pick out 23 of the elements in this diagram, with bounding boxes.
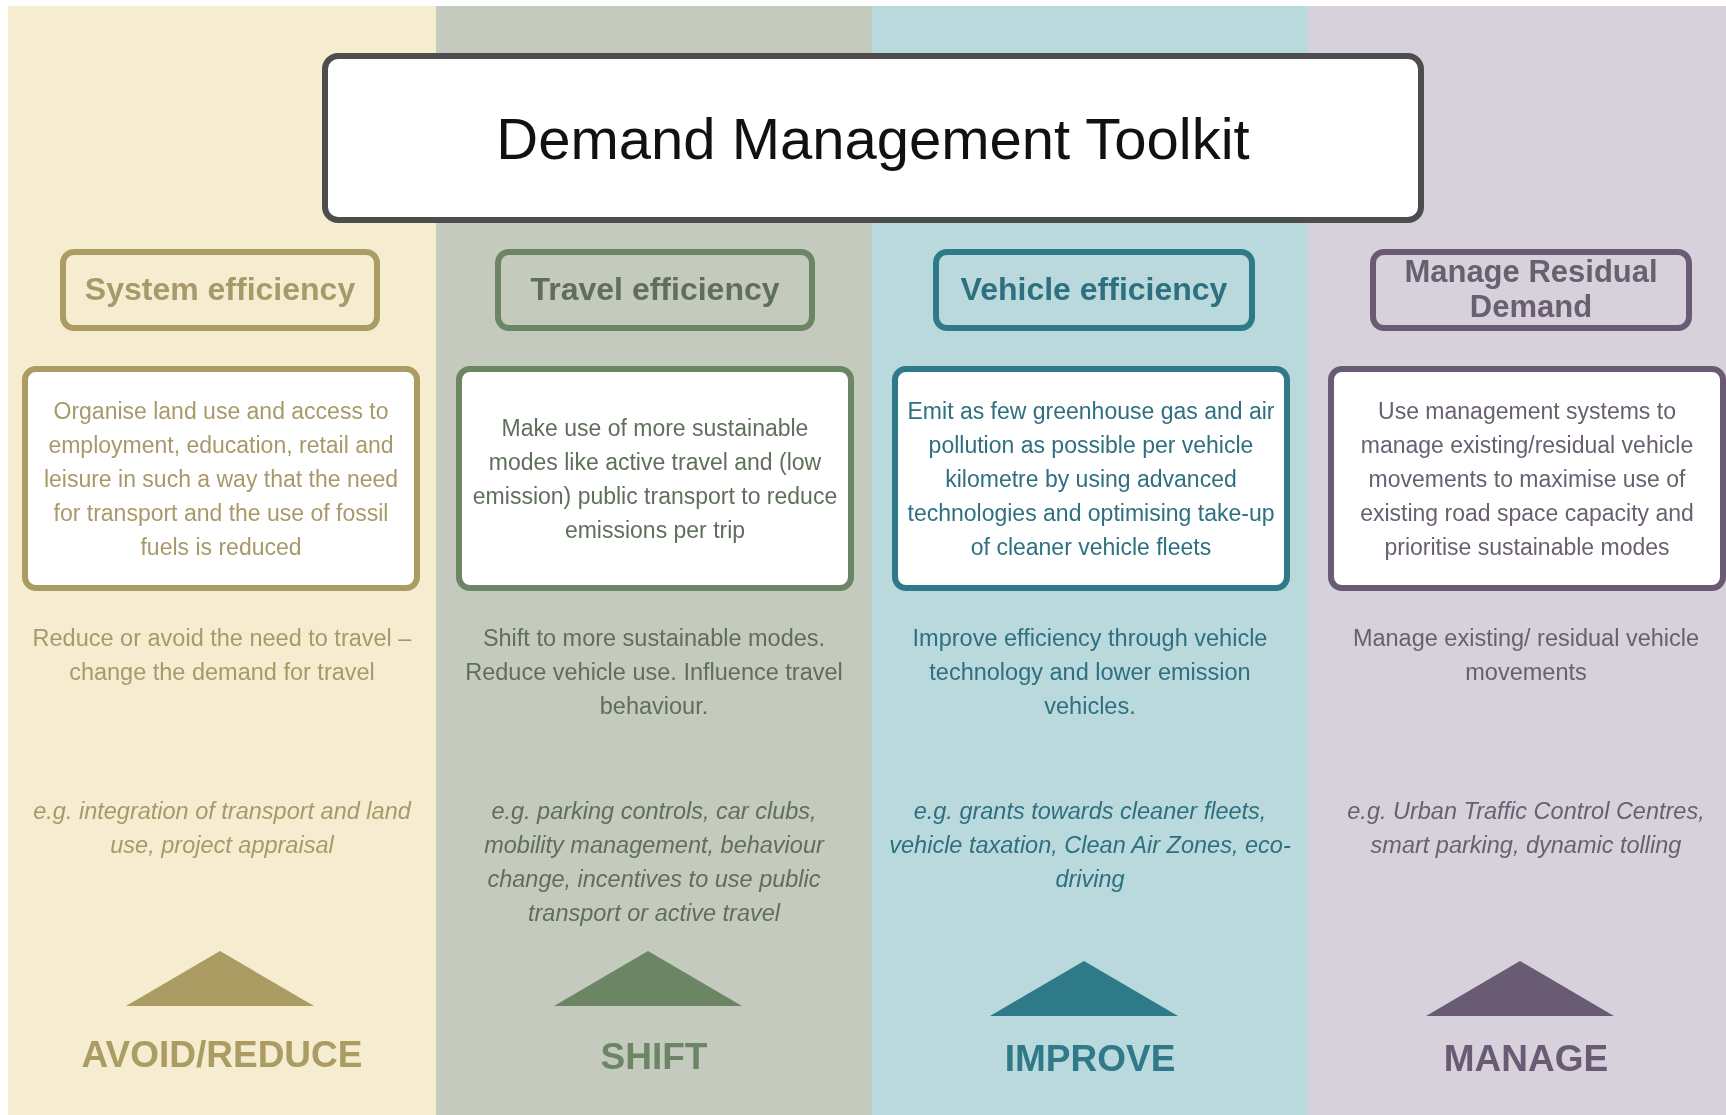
summary-text: Manage existing/ residual vehicle movements [1351,624,1701,687]
category-label: SHIFT [599,1036,709,1078]
example-text: e.g. Urban Traffic Control Centres, smart parking, dynamic tolling [1346,797,1706,860]
example-text: e.g. grants towards cleaner fleets, vehicle taxation, Clean Air Zones, eco-driving [888,797,1292,894]
description-box: Emit as few greenhouse gas and air pollution as possible per vehicle kilometre by using advanced technologies and optimising take-up of cleaner vehicle fleets [892,366,1290,591]
category-label: IMPROVE [1003,1038,1177,1080]
category-label: MANAGE [1442,1038,1610,1080]
description-box: Make use of more sustainable modes like active travel and (low emission) public transport to reduce emissions per trip [456,366,854,591]
category-heading-box: Travel efficiency [495,249,815,331]
title-box: Demand Management Toolkit [322,53,1424,223]
category-heading-box: Manage Residual Demand [1370,249,1692,331]
summary-text: Shift to more sustainable modes. Reduce vehicle use. Influence travel behaviour. [464,624,844,721]
summary-text: Reduce or avoid the need to travel – change the demand for travel [31,624,413,687]
column-band [8,6,436,1115]
category-label: AVOID/REDUCE [80,1034,364,1076]
category-heading-box: System efficiency [60,249,380,331]
example-text: e.g. parking controls, car clubs, mobility management, behaviour change, incentives to use public transport or active travel [483,797,826,928]
description-box: Use management systems to manage existing/residual vehicle movements to maximise use of existing road space capacity and prioritise sustainable modes [1328,366,1726,591]
category-heading-box: Vehicle efficiency [933,249,1255,331]
column-band [1308,6,1726,1115]
description-box: Organise land use and access to employment, education, retail and leisure in such a way that the need for transport and the use of fossil fuels is reduced [22,366,420,591]
summary-text: Improve efficiency through vehicle technology and lower emission vehicles. [911,624,1269,721]
example-text: e.g. integration of transport and land use, project appraisal [32,797,413,860]
